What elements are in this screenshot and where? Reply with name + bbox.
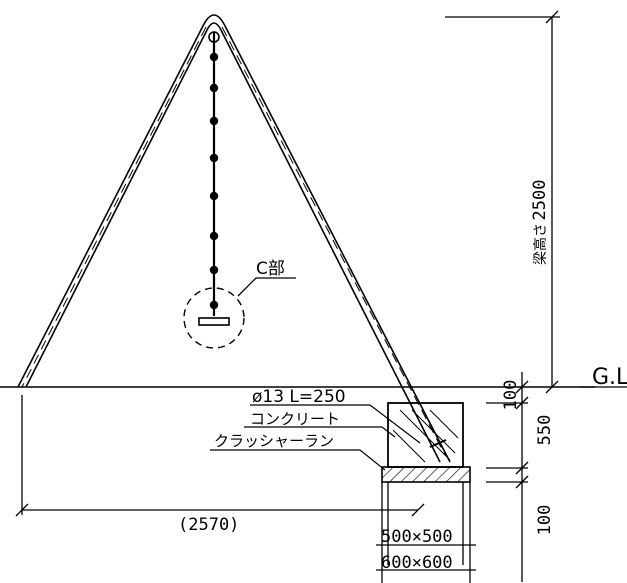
right-leg-inner [220,29,441,463]
dim-100-bottom: 100 [535,505,555,536]
right-leg-outer [223,23,451,463]
crusher-label: クラッシャーラン [214,432,334,450]
span-dimension [15,395,425,517]
height-dimension [445,10,560,394]
span-label: (2570) [178,515,239,535]
swing-chain [198,31,230,326]
apex-outer-arc [203,14,225,25]
left-leg-center [21,26,207,388]
footing-vertical-dims [486,372,529,582]
left-leg-inner [25,29,208,388]
footing-600: 600×600 [381,553,453,573]
a-frame [17,14,451,463]
dim-100-top: 100 [501,380,521,411]
callout-label: C部 [256,259,285,279]
callout-leader [237,277,296,297]
dim-550: 550 [535,415,555,446]
ground-label: G.L [592,365,627,390]
left-leg-outer [17,23,205,388]
height-label: 梁高さ [532,223,549,265]
footing-500: 500×500 [381,527,453,547]
anchor-bar [429,439,447,448]
apex-inner-arc [206,22,222,31]
concrete-label: コンクリート [250,410,340,428]
footing-width-dims [376,482,476,583]
detail-callout: C部 [183,259,296,349]
crusher-run-layer [381,466,471,483]
anchor-label: ø13 L=250 [252,387,346,407]
swing-seat [198,317,230,326]
label-leaders [210,404,421,471]
callout-circle [183,287,245,349]
right-leg-center [221,26,446,456]
height-value: 2500 [530,180,550,221]
concrete-footing [381,402,471,483]
